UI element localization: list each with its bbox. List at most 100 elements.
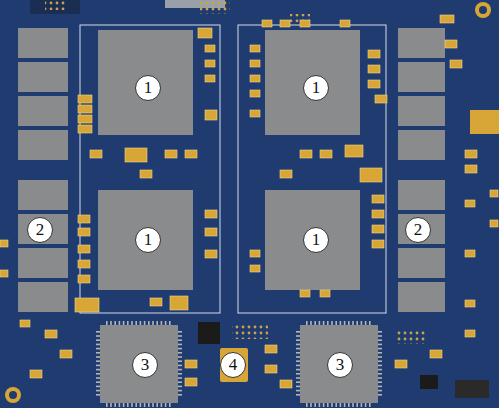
passive-component [198, 28, 212, 38]
passive-component [185, 378, 197, 386]
passive-component [300, 290, 310, 297]
memory-chip [398, 248, 445, 278]
processor-chip [265, 190, 360, 290]
passive-component [78, 105, 92, 113]
memory-chip [398, 28, 445, 58]
callout-number: 2 [27, 217, 53, 243]
callout-number: 1 [303, 227, 329, 253]
passive-component [60, 350, 72, 358]
passive-component [372, 195, 384, 203]
callout-number: 1 [135, 75, 161, 101]
memory-chip [398, 62, 445, 92]
passive-component [430, 350, 442, 358]
memory-chip [18, 96, 68, 126]
qfp-chip [300, 325, 378, 403]
passive-component [250, 75, 260, 82]
passive-component [150, 298, 162, 306]
passive-component [465, 250, 475, 257]
passive-component [280, 380, 292, 388]
passive-component [205, 210, 217, 218]
passive-component [368, 80, 380, 88]
passive-component [205, 250, 217, 258]
passive-component [78, 260, 90, 268]
callout-number: 1 [303, 75, 329, 101]
passive-component [345, 145, 363, 157]
outline-left [80, 25, 220, 313]
passive-component [250, 90, 260, 97]
callout-number: 4 [220, 352, 246, 378]
passive-component [78, 115, 92, 123]
passive-component [490, 220, 498, 227]
passive-component [300, 20, 310, 27]
passive-component [30, 370, 42, 378]
passive-component [185, 150, 197, 158]
passive-component [280, 170, 292, 178]
passive-component [205, 110, 217, 120]
outline-right [238, 25, 386, 313]
passive-component [78, 95, 92, 103]
callout-number: 2 [405, 217, 431, 243]
memory-chip [398, 214, 445, 244]
passive-component [78, 215, 90, 223]
passive-component [250, 60, 260, 67]
passive-component [265, 345, 277, 353]
passive-component [20, 320, 30, 327]
passive-component [185, 360, 197, 368]
passive-component [320, 290, 330, 297]
passive-component [0, 240, 8, 247]
passive-component [450, 60, 462, 68]
passive-component [0, 270, 8, 277]
callout-number: 3 [132, 352, 158, 378]
passive-component [205, 228, 217, 236]
passive-component [465, 165, 477, 173]
passive-component [90, 150, 102, 158]
memory-chip [398, 282, 445, 312]
passive-component [375, 95, 387, 103]
memory-chip [18, 180, 68, 210]
passive-component [372, 210, 384, 218]
memory-chip [18, 130, 68, 160]
passive-component [320, 150, 332, 158]
passive-component [250, 45, 260, 52]
passive-component [165, 150, 177, 158]
processor-chip [265, 30, 360, 135]
memory-chip [18, 28, 68, 58]
callout-number: 1 [135, 227, 161, 253]
passive-component [465, 200, 475, 207]
passive-component [445, 40, 457, 48]
passive-component [360, 168, 382, 182]
processor-chip [98, 190, 193, 290]
memory-chip [18, 62, 68, 92]
passive-component [170, 296, 188, 310]
passive-component [262, 20, 272, 27]
passive-component [372, 225, 384, 233]
passive-component [125, 148, 147, 162]
passive-component [45, 330, 57, 338]
passive-component [465, 300, 475, 307]
passive-component [250, 250, 260, 257]
passive-component [395, 360, 407, 368]
passive-component [205, 75, 215, 82]
passive-component [140, 170, 152, 178]
passive-component [78, 275, 90, 283]
passive-component [368, 50, 380, 58]
passive-component [205, 60, 215, 67]
passive-component [372, 240, 384, 248]
passive-component [368, 65, 380, 73]
callout-number: 3 [327, 352, 353, 378]
passive-component [280, 20, 290, 27]
qfp-chip [100, 325, 178, 403]
memory-chip [18, 248, 68, 278]
passive-component [78, 125, 92, 133]
memory-chip [398, 180, 445, 210]
passive-component [75, 298, 99, 312]
processor-chip [98, 30, 193, 135]
memory-chip [398, 130, 445, 160]
memory-chip [18, 282, 68, 312]
passive-component [250, 265, 260, 272]
passive-component [265, 365, 277, 373]
passive-component [490, 190, 498, 197]
